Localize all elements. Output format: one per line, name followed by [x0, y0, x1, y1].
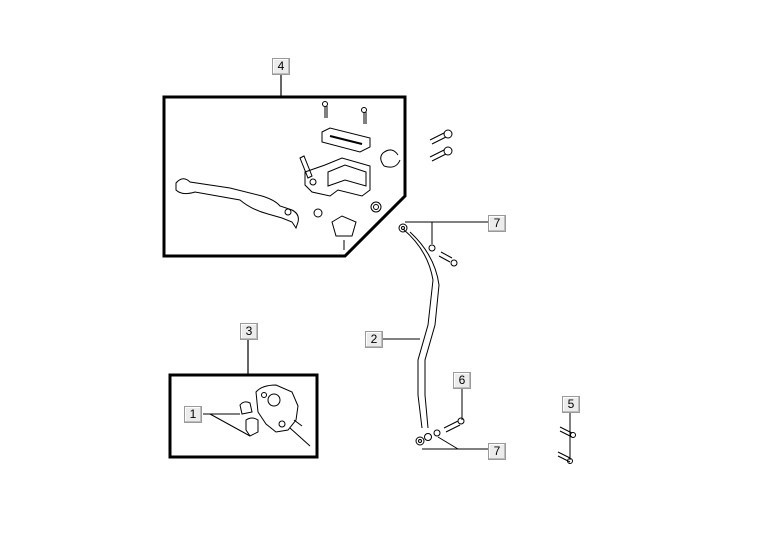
master-cylinder-frame — [162, 95, 407, 258]
callout-4-master-cylinder[interactable]: 4 — [272, 58, 290, 75]
clamp-icon — [380, 149, 401, 168]
brake-lever-icon — [175, 178, 299, 230]
pad-pin-icon — [559, 426, 573, 438]
callout-7-upper-washers[interactable]: 7 — [488, 215, 506, 232]
callout-7-lower-washers[interactable]: 7 — [488, 443, 506, 460]
callout-1-brake-pads[interactable]: 1 — [184, 406, 202, 423]
brake-caliper-icon — [255, 384, 299, 433]
screw-icon — [322, 101, 367, 124]
reservoir-cap-icon — [321, 127, 371, 153]
brake-hose-icon — [402, 228, 434, 429]
master-cylinder-icon — [304, 157, 371, 197]
callout-6-banjo-bolt[interactable]: 6 — [453, 372, 471, 389]
bolt-icon — [429, 129, 453, 162]
callout-3-caliper[interactable]: 3 — [240, 323, 258, 340]
callout-5-pad-pins[interactable]: 5 — [562, 396, 580, 413]
brake-pad-icon — [239, 401, 253, 415]
callout-2-brake-hose[interactable]: 2 — [365, 331, 383, 348]
caliper-frame — [168, 373, 319, 459]
